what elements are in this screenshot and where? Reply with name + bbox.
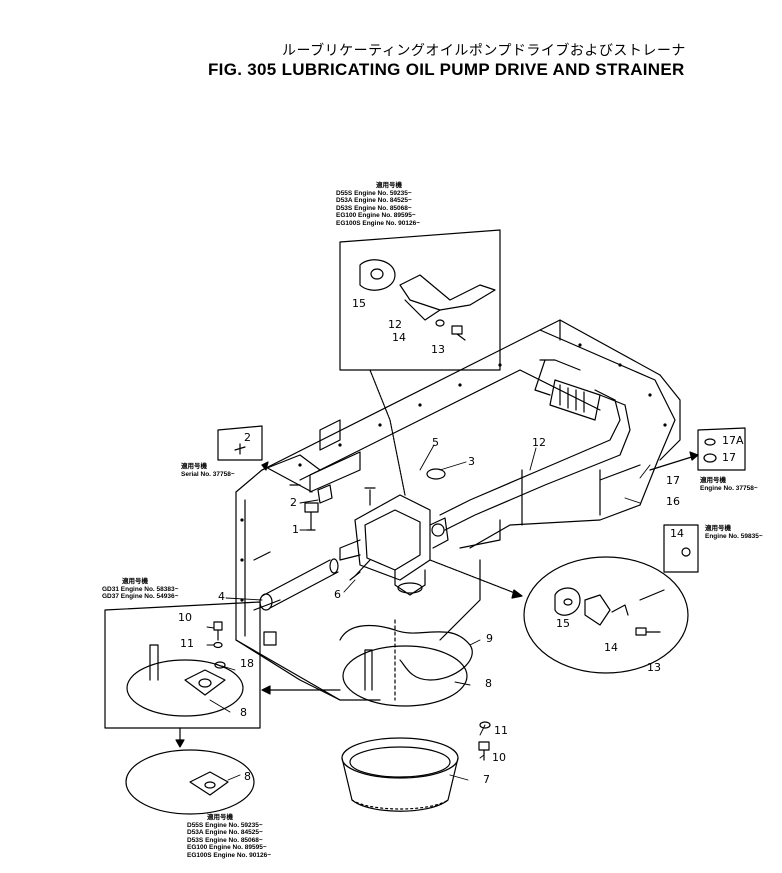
callout-10-left: 10 bbox=[178, 611, 192, 624]
bolt-1 bbox=[304, 502, 319, 531]
callout-17: 17 bbox=[666, 474, 680, 487]
applicability-heading: 適用号機 bbox=[376, 182, 402, 189]
callout-14-box: 14 bbox=[670, 527, 684, 540]
applicability-row: D53S Engine No. 85068~ bbox=[336, 204, 412, 212]
applicability-row: D53S Engine No. 85068~ bbox=[187, 836, 263, 844]
applicability-row: D53A Engine No. 84525~ bbox=[187, 829, 263, 836]
applicability-top: 適用号機 D55S Engine No. 59235~ D53A Engine … bbox=[336, 182, 420, 227]
bracket-2 bbox=[317, 484, 333, 504]
washer-11-right bbox=[479, 721, 491, 729]
inset-box-14 bbox=[639, 524, 699, 601]
applicability-row: D55S Engine No. 59235~ bbox=[187, 821, 263, 829]
wire-9 bbox=[339, 624, 473, 681]
inset-ellipse-right bbox=[429, 556, 689, 674]
diagram-title: FIG. 305 LUBRICATING OIL PUMP DRIVE AND … bbox=[208, 60, 685, 79]
callout-14-right: 14 bbox=[604, 641, 618, 654]
callout-10-right: 10 bbox=[492, 751, 506, 764]
callout-9: 9 bbox=[486, 632, 493, 645]
applicability-heading: 適用号機 bbox=[181, 463, 207, 470]
oil-pan bbox=[235, 319, 681, 701]
callout-16: 16 bbox=[666, 495, 680, 508]
drive-shaft bbox=[259, 558, 339, 611]
applicability-heading: 適用号機 bbox=[122, 578, 148, 585]
applicability-row: GD31 Engine No. 58383~ bbox=[102, 585, 179, 593]
callout-1: 1 bbox=[292, 523, 299, 536]
callout-8-left: 8 bbox=[240, 706, 247, 719]
applicability-row: Serial No. 37758~ bbox=[181, 470, 235, 478]
inset-ellipse-bottom-left bbox=[125, 749, 255, 815]
applicability-row: GD37 Engine No. 54936~ bbox=[102, 593, 179, 600]
strainer-bowl bbox=[341, 737, 459, 812]
callout-11-left: 11 bbox=[180, 637, 194, 650]
callout-15-right: 15 bbox=[556, 617, 570, 630]
callout-12-top: 12 bbox=[388, 318, 402, 331]
applicability-bottom: 適用号機 D55S Engine No. 59235~ D53A Engine … bbox=[187, 814, 271, 859]
pump-drive-body bbox=[339, 487, 449, 596]
callout-5: 5 bbox=[432, 436, 439, 449]
diagram-title-japanese: ルーブリケーティングオイルポンプドライブおよびストレーナ bbox=[282, 43, 686, 59]
callout-15-top: 15 bbox=[352, 297, 366, 310]
callout-11-right: 11 bbox=[494, 724, 508, 737]
applicability-left: 適用号機 GD31 Engine No. 58383~ GD37 Engine … bbox=[102, 578, 178, 601]
inset-box-2 bbox=[217, 425, 313, 493]
callout-4: 4 bbox=[218, 590, 225, 603]
applicability-right-14: 適用号機 Engine No. 59835~ bbox=[705, 525, 763, 540]
inset-box-left bbox=[104, 601, 341, 748]
strainer-plate-center bbox=[342, 619, 468, 707]
applicability-heading: 適用号機 bbox=[207, 814, 233, 821]
bolt-6 bbox=[349, 559, 371, 581]
inset-box-top bbox=[339, 229, 501, 496]
gasket-3 bbox=[426, 468, 446, 480]
applicability-row: EG100S Engine No. 90126~ bbox=[187, 851, 271, 859]
callout-3: 3 bbox=[468, 455, 475, 468]
callout-8-bottom: 8 bbox=[244, 770, 251, 783]
applicability-heading: 適用号機 bbox=[705, 525, 731, 532]
callout-13-right: 13 bbox=[647, 661, 661, 674]
applicability-row: EG100 Engine No. 89595~ bbox=[336, 212, 416, 219]
applicability-row: Engine No. 59835~ bbox=[705, 532, 763, 540]
leader-lines bbox=[206, 444, 651, 781]
callout-2: 2 bbox=[290, 496, 297, 509]
applicability-right-17: 適用号機 Engine No. 37758~ bbox=[700, 477, 758, 492]
callout-7: 7 bbox=[483, 773, 490, 786]
callout-17a-box: 17A bbox=[722, 434, 744, 447]
callout-8-center: 8 bbox=[485, 677, 492, 690]
callout-12-pipe: 12 bbox=[532, 436, 546, 449]
applicability-serial: 適用号機 Serial No. 37758~ bbox=[181, 463, 235, 478]
applicability-row: EG100S Engine No. 90126~ bbox=[336, 219, 420, 227]
applicability-row: Engine No. 37758~ bbox=[700, 484, 758, 492]
callout-13-top: 13 bbox=[431, 343, 445, 356]
callout-14-top: 14 bbox=[392, 331, 406, 344]
callout-6: 6 bbox=[334, 588, 341, 601]
callout-2-box: 2 bbox=[244, 431, 251, 444]
oil-pipe bbox=[439, 359, 631, 531]
applicability-row: D53A Engine No. 84525~ bbox=[336, 197, 412, 204]
callout-17-box: 17 bbox=[722, 451, 736, 464]
applicability-row: EG100 Engine No. 89595~ bbox=[187, 844, 267, 851]
inset-box-17 bbox=[649, 427, 746, 471]
callout-18: 18 bbox=[240, 657, 254, 670]
applicability-heading: 適用号機 bbox=[700, 477, 726, 484]
applicability-row: D55S Engine No. 59235~ bbox=[336, 189, 412, 197]
